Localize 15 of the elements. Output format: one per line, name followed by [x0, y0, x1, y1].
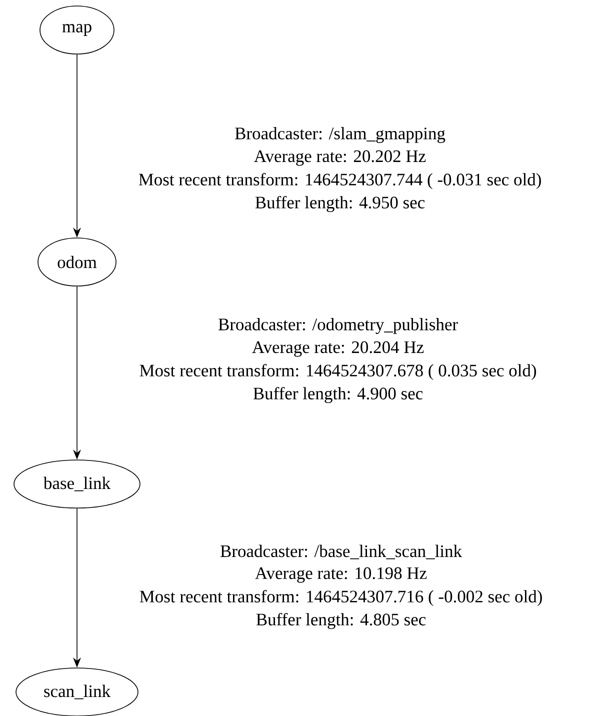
edge-label: Broadcaster: /slam_gmapping — [235, 127, 446, 143]
edge-label: Average rate: 20.202 Hz — [254, 150, 426, 166]
edge-label: Average rate: 10.198 Hz — [255, 567, 427, 583]
ellipse-node: map — [40, 6, 114, 54]
edge-label: Average rate: 20.204 Hz — [252, 341, 424, 357]
ellipse-node: base_link — [14, 460, 140, 508]
edge-label: Most recent transform: 1464524307.716 ( -0.002 sec old) — [140, 590, 542, 606]
edge-label: Most recent transform: 1464524307.744 ( -0.031 sec old) — [138, 172, 541, 190]
edge-label: Most recent transform: 1464524307.678 ( 0.035 sec old) — [140, 364, 536, 380]
edge-label: Buffer length: 4.950 sec — [255, 196, 425, 212]
edge-label: Broadcaster: /base_link_scan_link — [220, 544, 462, 560]
edge-label: Buffer length: 4.900 sec — [253, 386, 423, 404]
edge-label: Buffer length: 4.805 sec — [256, 612, 426, 630]
edge-label: Broadcaster: /odometry_publisher — [218, 318, 458, 334]
ellipse-node: odom — [38, 238, 116, 286]
